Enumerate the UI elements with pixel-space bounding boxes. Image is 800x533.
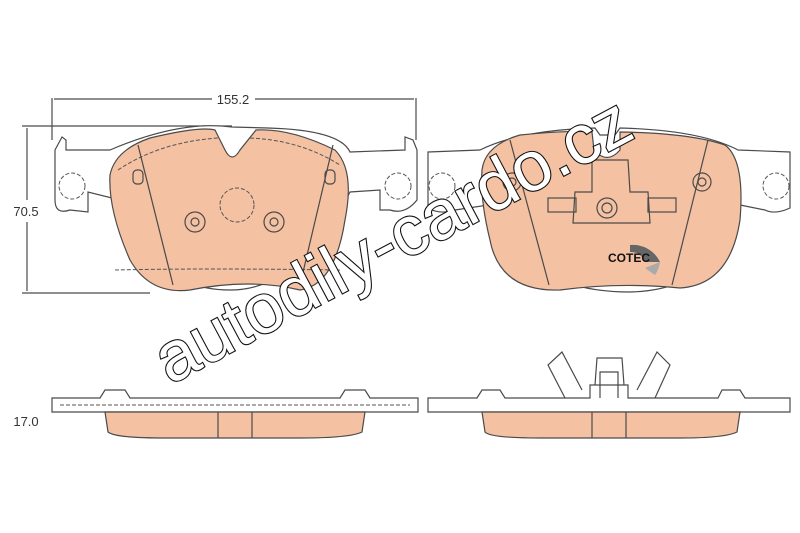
cotec-logo: COTEC <box>608 244 660 275</box>
pad-front-left <box>54 125 418 292</box>
thickness-dimension: 17.0 <box>13 414 38 429</box>
pad-front-right: COTEC <box>427 127 791 293</box>
height-label: 70.5 <box>13 204 38 219</box>
pad-side-left <box>51 389 419 439</box>
thickness-label: 17.0 <box>13 414 38 429</box>
width-label: 155.2 <box>217 92 250 107</box>
width-dimension: 155.2 <box>51 92 417 140</box>
pad-side-right <box>427 350 791 439</box>
cotec-text: COTEC <box>608 251 650 265</box>
